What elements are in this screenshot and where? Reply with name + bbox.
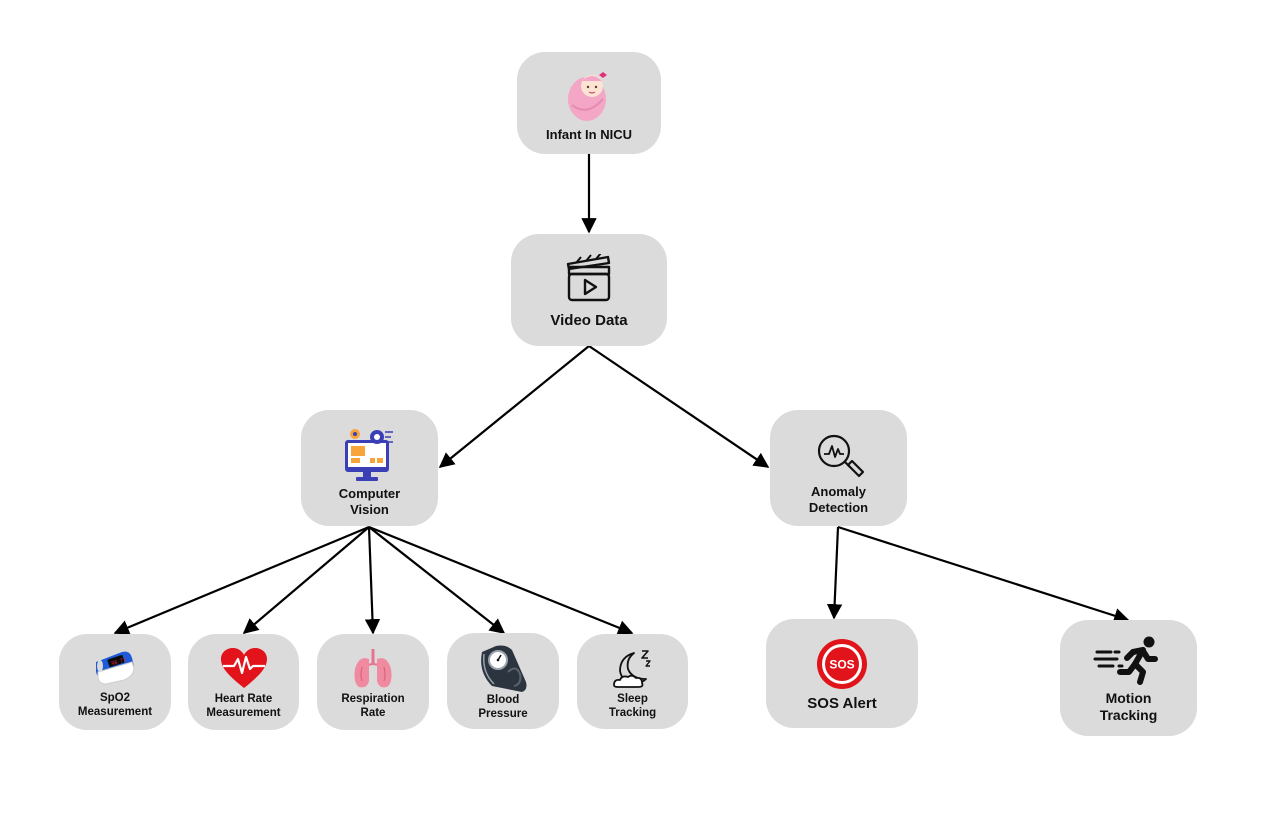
arrow-video-to-vision bbox=[438, 345, 590, 468]
node-label: Blood Pressure bbox=[478, 694, 528, 720]
magnifier-chart-icon bbox=[817, 435, 864, 478]
node-label: Respiration Rate bbox=[341, 693, 405, 719]
arrow-vision-to-resp bbox=[364, 526, 381, 635]
node-respiration-rate[interactable]: Respiration Rate bbox=[317, 634, 429, 730]
node-sleep-tracking[interactable]: Sleep Tracking bbox=[577, 634, 688, 729]
blood-pressure-cuff-icon bbox=[481, 645, 527, 693]
arrow-vision-to-bp bbox=[368, 526, 506, 634]
computer-vision-icon bbox=[344, 429, 393, 482]
node-infant-in-nicu[interactable]: Infant In NICU bbox=[517, 52, 661, 154]
node-label: Video Data bbox=[550, 312, 628, 329]
node-sos-alert[interactable]: SOS SOS Alert bbox=[766, 619, 918, 728]
running-person-icon bbox=[1093, 636, 1158, 686]
node-label: SpO2 Measurement bbox=[77, 692, 153, 718]
arrow-vision-to-spo2 bbox=[113, 525, 370, 635]
baby-icon bbox=[568, 72, 607, 122]
node-video-data[interactable]: Video Data bbox=[511, 234, 667, 346]
sos-button-icon: SOS bbox=[817, 638, 867, 689]
node-heart-rate-measurement[interactable]: Heart Rate Measurement bbox=[188, 634, 299, 730]
node-label: Sleep Tracking bbox=[608, 692, 657, 719]
node-label: Anomaly Detection bbox=[808, 484, 869, 515]
arrow-anomaly-to-sos bbox=[826, 526, 843, 620]
heart-icon bbox=[220, 648, 267, 689]
node-label: Infant In NICU bbox=[546, 127, 632, 143]
clapperboard-icon bbox=[566, 254, 611, 302]
svg-text:98 72: 98 72 bbox=[111, 657, 127, 667]
node-motion-tracking[interactable]: Motion Tracking bbox=[1060, 620, 1197, 736]
moon-icon bbox=[612, 649, 651, 688]
arrow-vision-to-heart bbox=[242, 526, 370, 634]
arrow-video-to-anomaly bbox=[588, 345, 770, 468]
arrow-vision-to-sleep bbox=[368, 525, 634, 635]
lungs-icon bbox=[354, 649, 392, 688]
node-label: SOS Alert bbox=[807, 694, 877, 712]
node-spo2-measurement[interactable]: 98 72 SpO2 Measurement bbox=[59, 634, 171, 730]
sos-badge-text: SOS bbox=[829, 657, 854, 671]
node-label: Motion Tracking bbox=[1099, 690, 1158, 723]
node-label: Heart Rate Measurement bbox=[206, 693, 281, 719]
node-anomaly-detection[interactable]: Anomaly Detection bbox=[770, 410, 907, 526]
pulse-oximeter-icon: 98 72 bbox=[96, 651, 135, 685]
node-blood-pressure[interactable]: Blood Pressure bbox=[447, 633, 559, 729]
node-computer-vision[interactable]: Computer Vision bbox=[301, 410, 438, 526]
arrow-anomaly-to-motion bbox=[837, 525, 1130, 624]
node-label: Computer Vision bbox=[338, 486, 401, 517]
